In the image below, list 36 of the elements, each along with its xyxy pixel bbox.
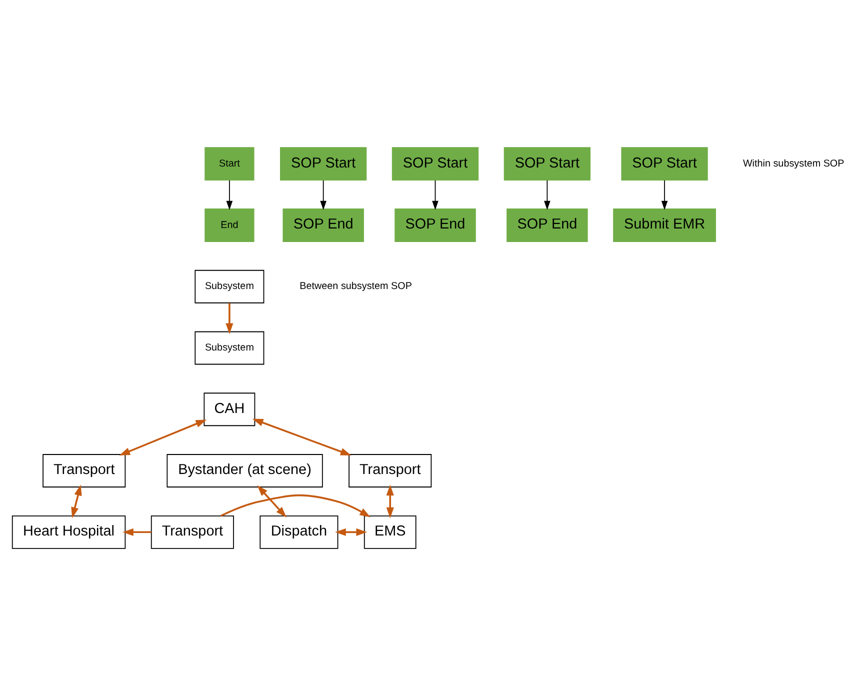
label: Within subsystem SOP <box>742 158 844 169</box>
arrow <box>386 484 394 518</box>
arrow <box>320 179 326 210</box>
arrow <box>226 179 233 210</box>
node-box: SOP End <box>506 208 588 242</box>
node-box: SOP End <box>282 208 364 242</box>
node-box: EMS <box>364 514 416 548</box>
arrow <box>252 418 352 455</box>
node-box: Subsystem <box>194 269 264 303</box>
node-box: Start <box>204 146 254 180</box>
node-box: Transport <box>150 514 234 548</box>
node-box: Submit EMR <box>613 208 716 242</box>
arrow <box>220 494 370 517</box>
arrow <box>119 419 207 455</box>
node-box: SOP Start <box>621 146 708 180</box>
arrow <box>257 484 286 518</box>
arrow <box>661 179 668 210</box>
arrow <box>335 528 368 536</box>
node-box: SOP Start <box>504 146 591 180</box>
node-box: End <box>204 208 254 242</box>
node-box: Transport <box>42 454 126 487</box>
node-box: Heart Hospital <box>12 514 126 548</box>
arrow <box>122 528 152 536</box>
arrow <box>432 179 438 210</box>
node-box: CAH <box>204 392 256 426</box>
node-box: SOP Start <box>280 146 367 180</box>
node-box: SOP End <box>394 208 476 242</box>
node-box: Subsystem <box>194 330 264 364</box>
node-box: Dispatch <box>260 514 338 548</box>
node-box: Transport <box>348 454 432 487</box>
arrow <box>226 302 234 334</box>
arrow <box>544 179 550 210</box>
node-box: SOP Start <box>392 146 479 180</box>
label: Between subsystem SOP <box>300 280 412 292</box>
node-box: Bystander (at scene) <box>166 454 323 487</box>
arrow <box>71 484 82 518</box>
